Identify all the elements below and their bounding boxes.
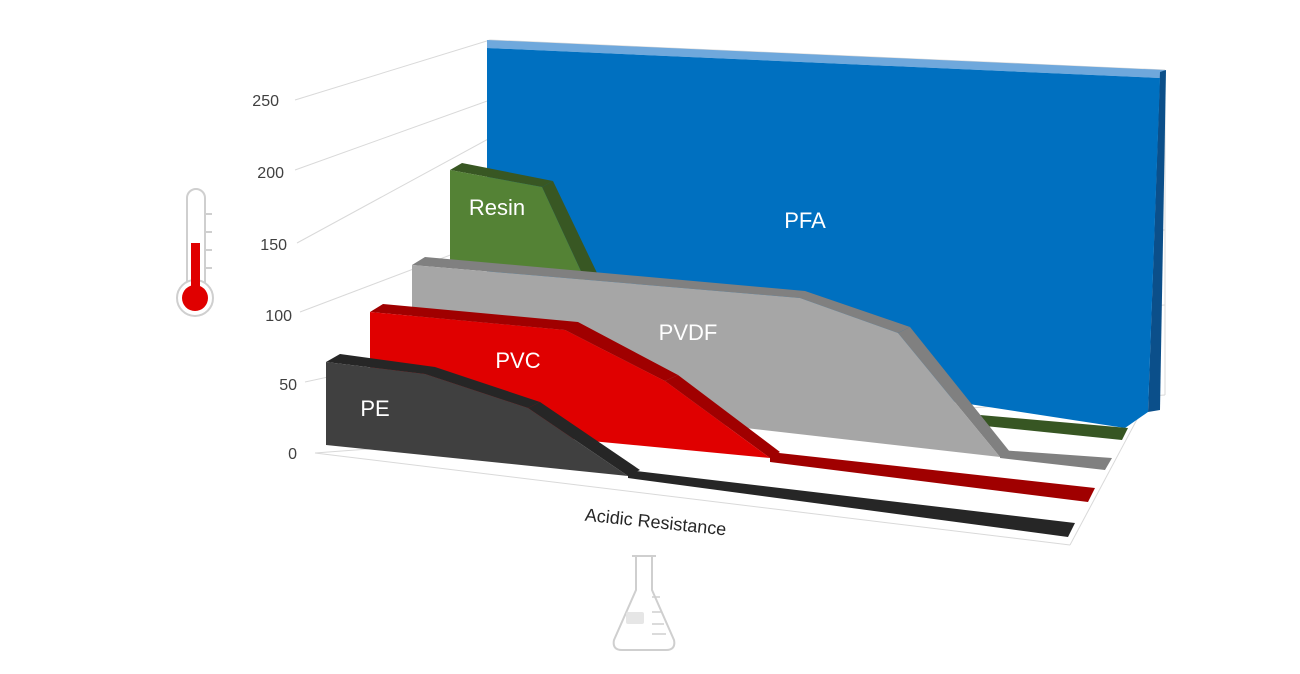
series-resin-top [450, 163, 553, 187]
y-tick-label: 250 [252, 93, 279, 110]
series-pvdf-slope [898, 327, 1010, 457]
floor-right-edge [1069, 394, 1151, 546]
y-tick-label: 200 [257, 165, 284, 182]
series-pvc-slope [665, 375, 780, 458]
y-tick-label: 0 [288, 446, 297, 463]
series-label-pvc: PVC [495, 348, 540, 373]
series-pfa-top [487, 40, 1165, 78]
series-pvdf-face [412, 265, 1000, 457]
y-axis: 0 50 100 150 200 250 [252, 93, 297, 463]
thermometer-icon [176, 188, 214, 317]
series-pe-slope [528, 402, 640, 476]
series-pe-top [326, 354, 540, 408]
series-pvdf-top [412, 257, 910, 333]
series-label-resin: Resin [469, 195, 525, 220]
series-label-pfa: PFA [784, 208, 826, 233]
x-axis-title: Acidic Resistance [584, 505, 727, 540]
series-pvc-top [370, 304, 678, 381]
series-label-pe: PE [360, 396, 389, 421]
flask-icon [612, 555, 676, 651]
series-pvdf-base [1000, 450, 1112, 470]
y-tick-label: 150 [260, 237, 287, 254]
gridline-250 [294, 39, 1166, 101]
series-resin-face [450, 170, 585, 280]
floor-front-edge [314, 452, 1071, 546]
series-pfa-side [1148, 70, 1166, 412]
y-tick-label: 100 [265, 308, 292, 325]
series-resin: Resin [450, 163, 598, 280]
series-pvdf: PVDF [412, 257, 1112, 470]
y-tick-label: 50 [279, 377, 297, 394]
series-pfa-base [975, 415, 1128, 440]
series-pe-face [326, 362, 628, 476]
series-pe: PE [326, 354, 1075, 537]
series-pe-base [628, 470, 1075, 537]
series-resin-slope [542, 181, 598, 280]
series-label-pvdf: PVDF [659, 320, 718, 345]
series-pvc-base [770, 452, 1095, 502]
